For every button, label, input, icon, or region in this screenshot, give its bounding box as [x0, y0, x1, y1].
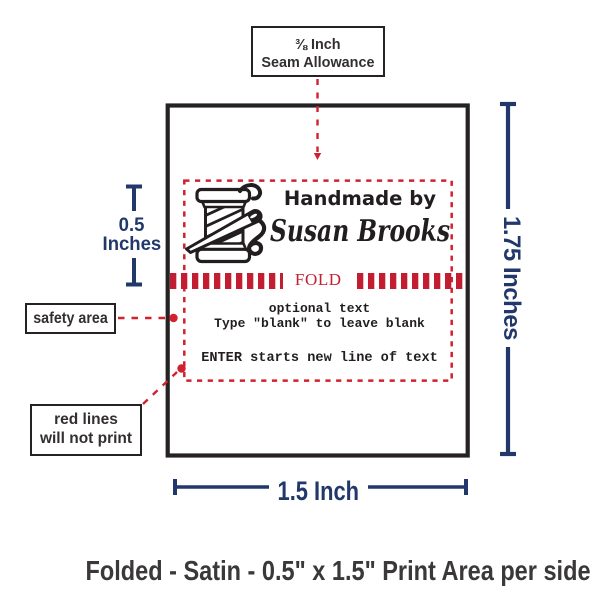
brand-text-line2-script: Susan Brooks	[269, 214, 451, 249]
red-lines-line2: will not print	[39, 429, 133, 447]
half-inch-value: 0.5	[118, 214, 145, 236]
height-dimension-label: 1.75 Inches	[490, 209, 531, 347]
seam-allowance-line2: Seam Allowance	[261, 53, 375, 71]
red-lines-leader-dot-icon	[177, 364, 186, 373]
label-outline	[165, 103, 470, 458]
seam-allowance-note: ⅜ Inch Seam Allowance	[251, 26, 385, 77]
seam-allowance-line1: ⅜ Inch	[295, 35, 341, 53]
safety-area-note: safety area	[25, 303, 116, 334]
safety-area-label: safety area	[33, 309, 108, 327]
brand-text-line1: Handmade by	[283, 186, 437, 210]
red-lines-leader-line	[142, 371, 178, 405]
half-inch-unit: Inches	[102, 232, 161, 255]
red-lines-note: red lines will not print	[30, 404, 142, 456]
fold-label: FOLD	[294, 270, 342, 289]
half-inch-dimension-label: 0.5 Inches	[98, 211, 165, 258]
seam-leader-arrowhead-icon	[313, 153, 322, 160]
red-lines-line1: red lines	[54, 410, 118, 428]
optional-text-line1: optional text	[268, 301, 371, 316]
safety-leader-dot-icon	[169, 313, 178, 323]
thread-spool-needle-icon	[185, 183, 267, 264]
fold-tag: FOLD	[282, 269, 354, 291]
optional-text-line3: ENTER starts new line of text	[201, 350, 438, 366]
optional-text-line2: Type "blank" to leave blank	[214, 315, 425, 331]
height-dimension-value: 1.75 Inches	[497, 216, 525, 340]
width-dimension-value: 1.5 Inch	[277, 475, 360, 506]
product-caption-text: Folded - Satin - 0.5" x 1.5" Print Area …	[85, 555, 591, 586]
width-dimension-label: 1.5 Inch	[269, 469, 368, 507]
